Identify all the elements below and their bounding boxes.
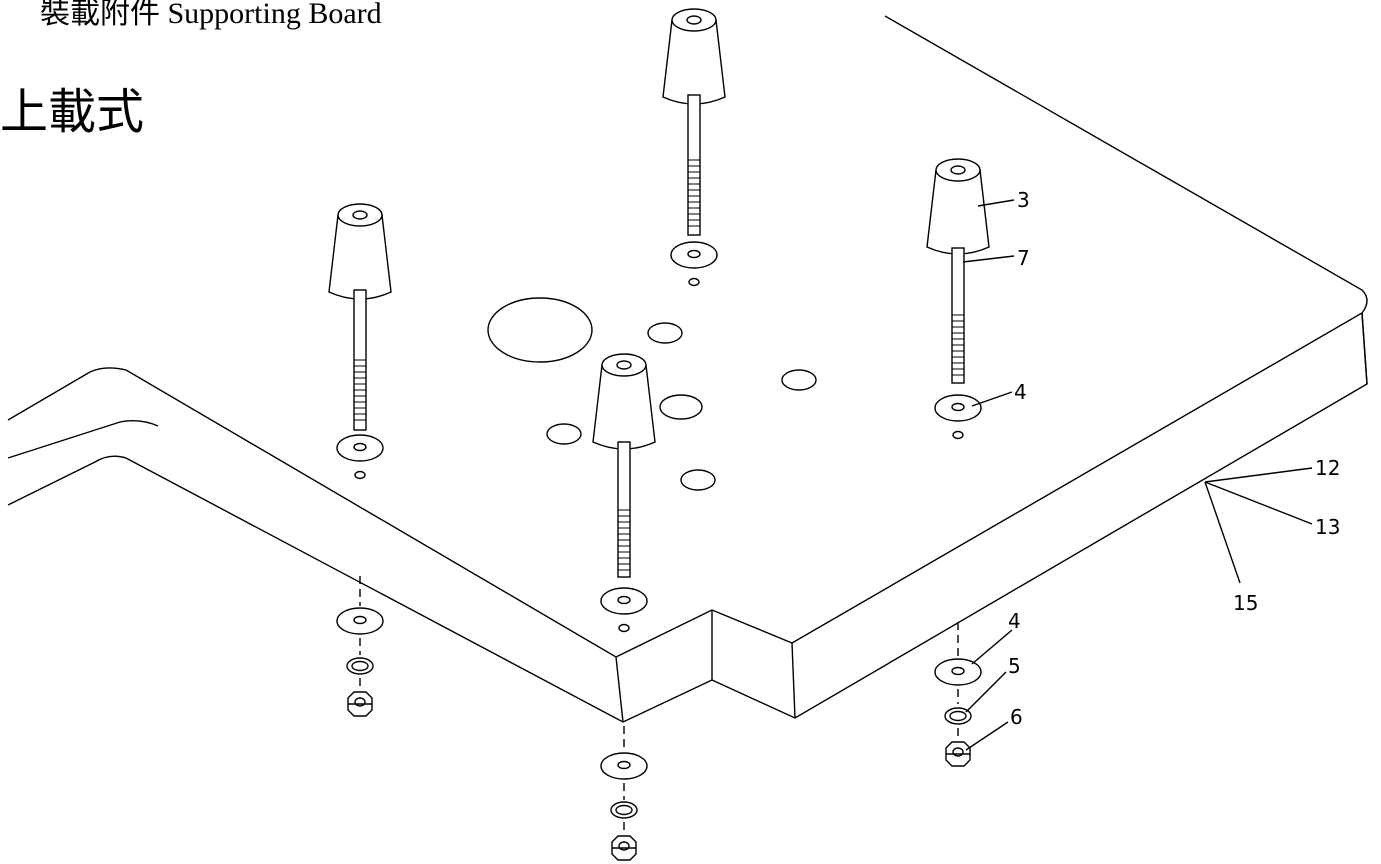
foot-assembly-left <box>328 203 392 480</box>
foot-assembly-top <box>662 8 726 287</box>
callout-7: 7 <box>1017 246 1030 270</box>
callout-15: 15 <box>1233 591 1258 615</box>
leader-lines <box>962 199 1313 751</box>
title-top-mount: 上載式 <box>0 84 145 140</box>
foot-assembly-center <box>592 353 656 633</box>
callout-5: 5 <box>1008 654 1021 678</box>
hardware-under-center <box>600 726 648 861</box>
foot-assembly-right <box>926 158 990 440</box>
callout-3: 3 <box>1017 188 1030 212</box>
board-holes <box>487 297 817 491</box>
hardware-under-right <box>934 622 982 767</box>
hardware-under-left <box>336 576 384 717</box>
callout-13: 13 <box>1315 515 1340 539</box>
supporting-board <box>7 15 1368 723</box>
title-supporting-board: 裝載附件 Supporting Board <box>40 0 382 30</box>
callout-4-lower: 4 <box>1008 609 1021 633</box>
callout-12: 12 <box>1315 456 1340 480</box>
callout-6: 6 <box>1010 705 1023 729</box>
callout-4-upper: 4 <box>1014 380 1027 404</box>
